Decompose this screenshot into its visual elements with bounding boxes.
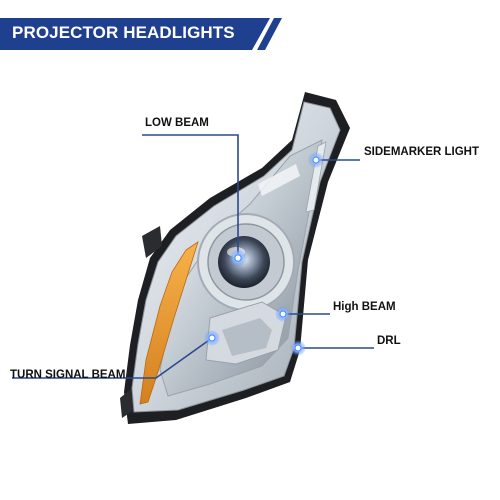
low-beam-leader bbox=[142, 134, 239, 258]
title-banner bbox=[0, 18, 282, 50]
mounting-tab bbox=[120, 388, 134, 418]
sidemarker-light-label: SIDEMARKER LIGHT bbox=[364, 146, 479, 158]
mounting-tab bbox=[142, 226, 162, 258]
turn-signal-leader bbox=[12, 337, 213, 379]
drl-label: DRL bbox=[377, 335, 401, 347]
turn-signal-beam-label: TURN SIGNAL BEAM bbox=[10, 369, 126, 381]
high-beam-label: High BEAM bbox=[333, 301, 396, 313]
banner-title: PROJECTOR HEADLIGHTS bbox=[12, 23, 235, 42]
low-beam-label: LOW BEAM bbox=[145, 117, 209, 129]
amber-reflector bbox=[139, 241, 199, 405]
